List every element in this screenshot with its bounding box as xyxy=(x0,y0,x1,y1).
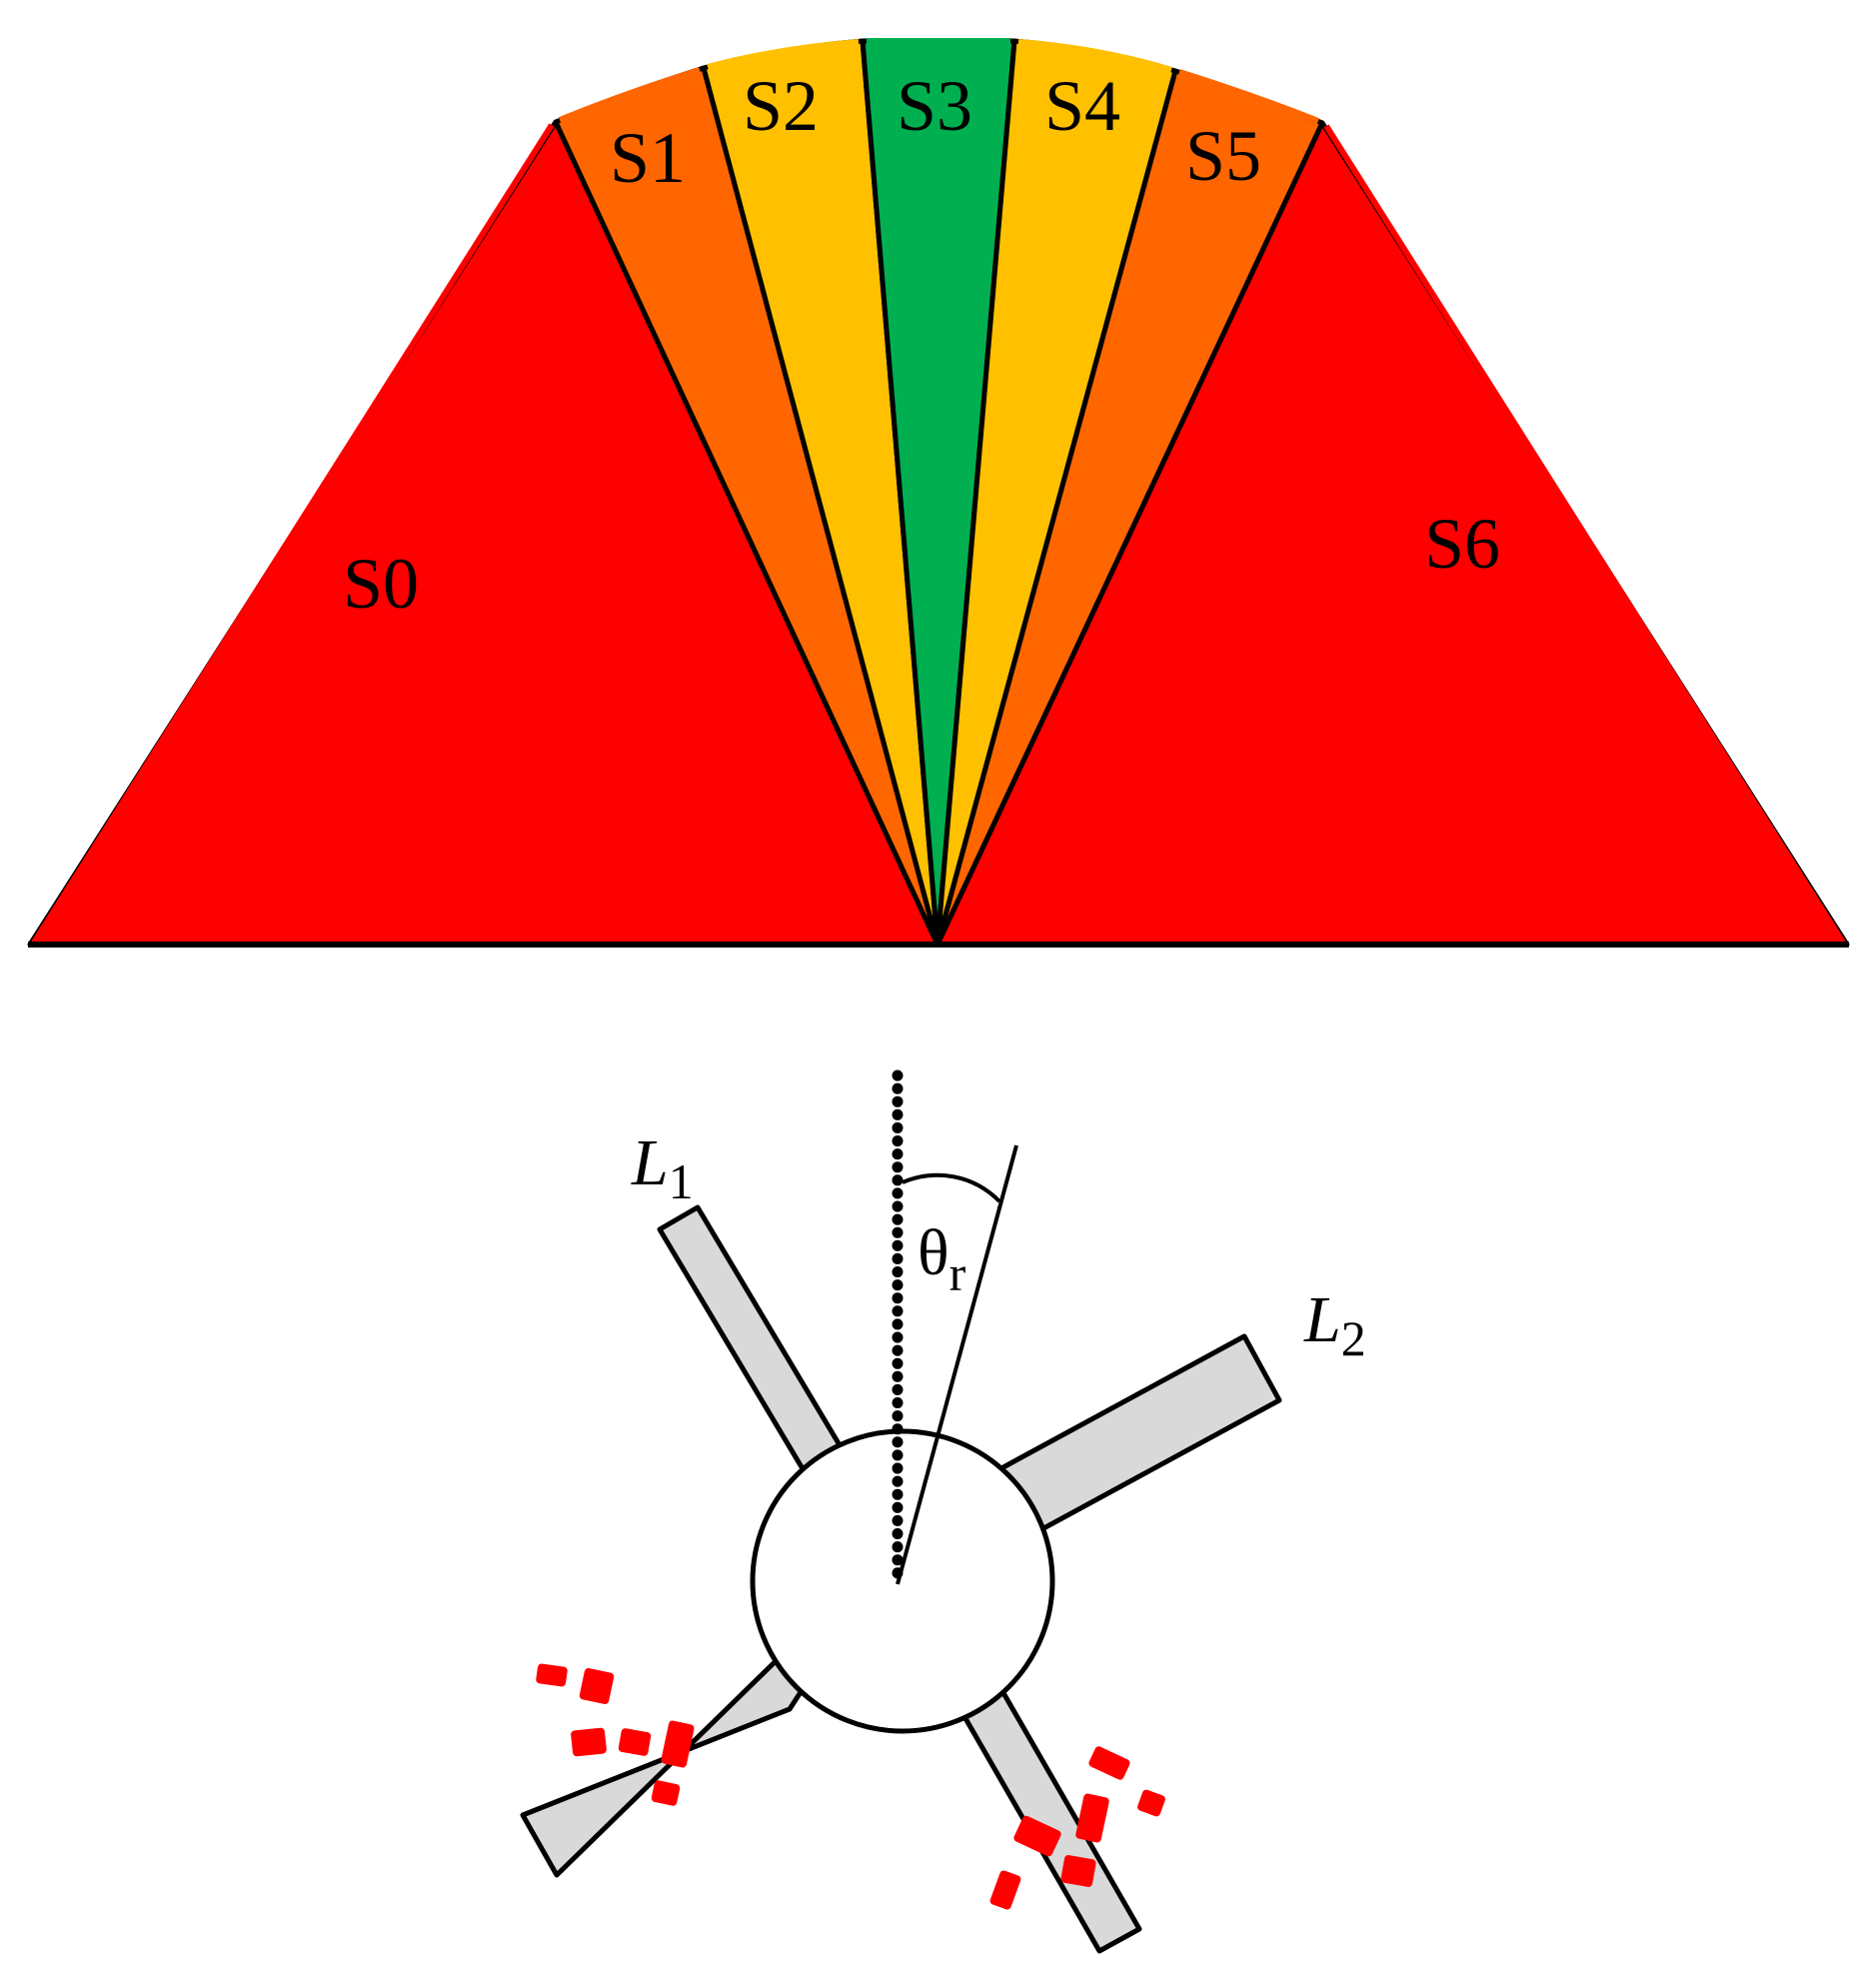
leg-label-l2: L2 xyxy=(1303,1283,1366,1366)
sector-fan xyxy=(27,38,1850,948)
debris-piece xyxy=(536,1663,568,1687)
debris-piece xyxy=(1060,1855,1096,1887)
sector-arc-edges xyxy=(31,38,1846,945)
sector-label-s3: S3 xyxy=(897,66,972,146)
robot-body xyxy=(750,1428,1055,1734)
debris-piece xyxy=(571,1727,607,1757)
debris-piece xyxy=(661,1720,695,1768)
heading-angle-arc xyxy=(902,1172,1001,1203)
leg-label-letter: L xyxy=(631,1126,669,1199)
leg-label-subscript: 2 xyxy=(1341,1310,1366,1366)
arc-edge-s2 xyxy=(707,39,860,70)
arc-edge-s1 xyxy=(558,67,701,123)
heading-angle-label: θr xyxy=(918,1216,966,1301)
debris-piece xyxy=(1013,1815,1061,1857)
sector-labels: S0 S1 S2 S3 S4 S5 S6 xyxy=(343,66,1500,624)
leg-label-subscript: 1 xyxy=(669,1153,694,1209)
angle-subscript: r xyxy=(949,1245,966,1301)
angle-symbol: θ xyxy=(918,1216,949,1289)
leg-label-letter: L xyxy=(1303,1283,1341,1356)
sector-label-s4: S4 xyxy=(1044,66,1120,146)
outer-edge-s0 xyxy=(31,123,555,945)
robot-diagram: θr L1 L2 xyxy=(520,1069,1366,1954)
sector-label-s0: S0 xyxy=(343,544,419,624)
sector-label-s5: S5 xyxy=(1185,116,1261,196)
debris-piece xyxy=(1137,1789,1165,1817)
arc-edge-s5 xyxy=(1178,69,1320,124)
debris-piece xyxy=(989,1870,1021,1910)
debris-cluster-left xyxy=(536,1663,695,1806)
sector-label-s1: S1 xyxy=(610,118,686,198)
debris-piece xyxy=(651,1780,681,1806)
sector-label-s2: S2 xyxy=(743,66,819,146)
debris-piece xyxy=(579,1667,615,1705)
debris-piece xyxy=(618,1728,652,1756)
debris-cluster-right xyxy=(989,1746,1165,1910)
heading-direction-line xyxy=(896,1144,1018,1585)
sector-label-s6: S6 xyxy=(1424,504,1500,584)
outer-edge-s6 xyxy=(1323,124,1846,945)
arc-edge-s4 xyxy=(1017,39,1172,73)
leg-label-l1: L1 xyxy=(631,1126,694,1209)
debris-piece xyxy=(1075,1793,1109,1843)
debris-piece xyxy=(1088,1746,1130,1780)
